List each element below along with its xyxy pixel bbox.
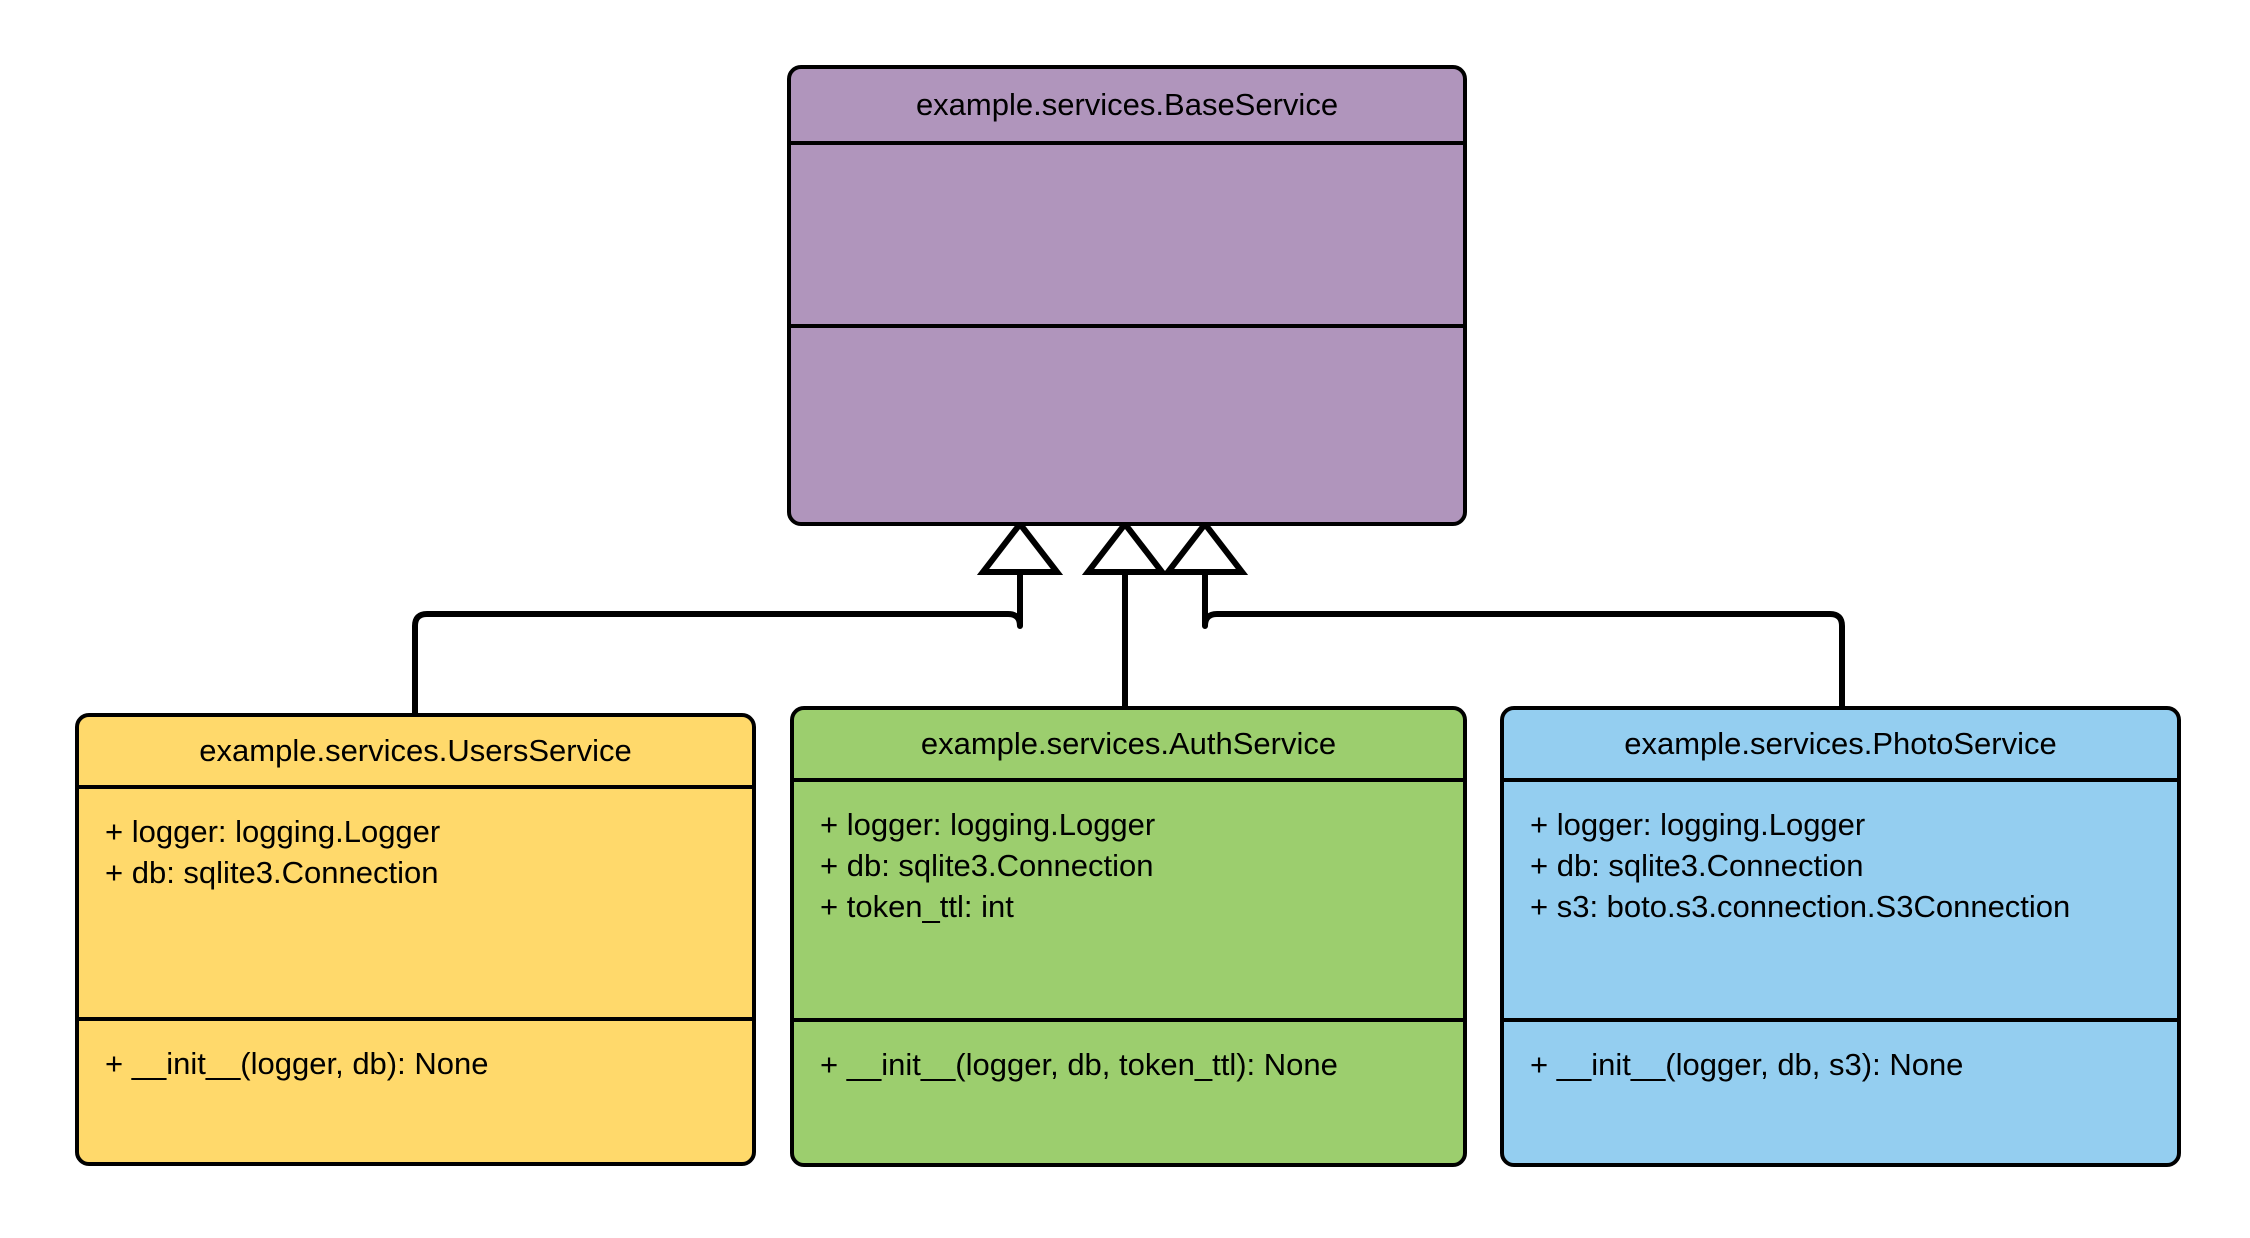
class-methods-compartment: + __init__(logger, db): None <box>79 1017 752 1162</box>
class-methods-compartment <box>791 324 1463 522</box>
inheritance-arrowhead-auth <box>1081 519 1169 575</box>
class-attribute: + db: sqlite3.Connection <box>820 848 1154 884</box>
class-title-compartment: example.services.AuthService <box>794 710 1463 778</box>
class-title-compartment: example.services.UsersService <box>79 717 752 785</box>
class-attribute: + db: sqlite3.Connection <box>1530 848 1864 884</box>
class-attribute: + db: sqlite3.Connection <box>105 855 439 891</box>
class-name-label: example.services.UsersService <box>199 733 632 769</box>
class-name-label: example.services.PhotoService <box>1624 726 2057 762</box>
class-title-compartment: example.services.BaseService <box>791 69 1463 141</box>
class-attributes-compartment: + logger: logging.Logger + db: sqlite3.C… <box>79 785 752 1017</box>
uml-class-auth-service[interactable]: example.services.AuthService + logger: l… <box>790 706 1467 1167</box>
class-attribute: + logger: logging.Logger <box>1530 807 1866 842</box>
class-attribute: + logger: logging.Logger <box>105 814 441 849</box>
inheritance-edge-users <box>412 570 1023 713</box>
class-attributes-compartment: + logger: logging.Logger + db: sqlite3.C… <box>794 778 1463 1018</box>
class-attributes-compartment <box>791 141 1463 324</box>
class-name-label: example.services.AuthService <box>920 726 1337 762</box>
uml-class-users-service[interactable]: example.services.UsersService + logger: … <box>75 713 756 1166</box>
class-methods-compartment: + __init__(logger, db, s3): None <box>1504 1018 2177 1163</box>
class-method: + __init__(logger, db, token_ttl): None <box>820 1047 1338 1082</box>
class-attribute: + logger: logging.Logger <box>820 807 1156 842</box>
inheritance-arrowhead-users <box>976 519 1064 575</box>
class-attributes-compartment: + logger: logging.Logger + db: sqlite3.C… <box>1504 778 2177 1018</box>
class-attribute: + s3: boto.s3.connection.S3Connection <box>1530 889 2071 925</box>
inheritance-arrowhead-photo <box>1161 519 1249 575</box>
class-title-compartment: example.services.PhotoService <box>1504 710 2177 778</box>
class-methods-compartment: + __init__(logger, db, token_ttl): None <box>794 1018 1463 1163</box>
uml-class-photo-service[interactable]: example.services.PhotoService + logger: … <box>1500 706 2181 1167</box>
class-attribute: + token_ttl: int <box>820 889 1014 925</box>
class-method: + __init__(logger, db): None <box>105 1046 489 1081</box>
inheritance-edge-photo <box>1202 570 1845 706</box>
class-method: + __init__(logger, db, s3): None <box>1530 1047 1964 1082</box>
class-name-label: example.services.BaseService <box>915 87 1339 123</box>
uml-class-base-service[interactable]: example.services.BaseService <box>787 65 1467 526</box>
